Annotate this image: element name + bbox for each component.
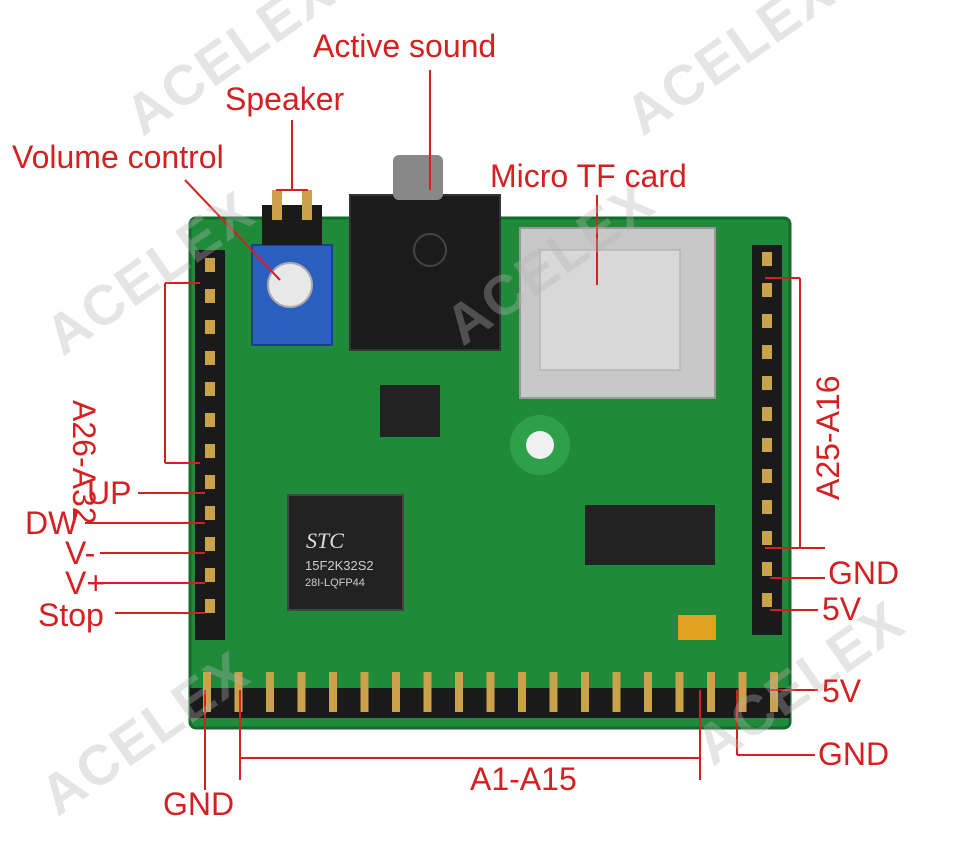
tantalum-capacitor bbox=[678, 615, 716, 640]
label-5v-bottom: 5V bbox=[822, 673, 862, 709]
header-pin bbox=[205, 568, 215, 582]
header-pin bbox=[205, 537, 215, 551]
header-pin bbox=[297, 672, 306, 712]
header-pin bbox=[762, 407, 772, 421]
header-pin bbox=[707, 672, 715, 712]
volume-potentiometer bbox=[251, 244, 333, 346]
header-pin bbox=[423, 672, 432, 712]
header-pin bbox=[762, 345, 772, 359]
header-pin bbox=[205, 506, 215, 520]
header-pin bbox=[738, 672, 747, 712]
header-pin bbox=[205, 475, 215, 489]
audio-jack bbox=[349, 155, 501, 351]
header-pin bbox=[203, 672, 211, 712]
bottom-pins bbox=[203, 672, 778, 712]
header-pin bbox=[205, 413, 215, 427]
header-pin bbox=[762, 469, 772, 483]
label-gnd-bottom-left: GND bbox=[163, 786, 235, 822]
mounting-hole bbox=[510, 415, 570, 475]
header-pin bbox=[762, 500, 772, 514]
header-pin bbox=[518, 672, 526, 712]
label-5v-right: 5V bbox=[822, 591, 862, 627]
header-pin bbox=[770, 672, 778, 712]
label-speaker: Speaker bbox=[225, 81, 345, 117]
tf-card-slot bbox=[519, 227, 716, 399]
header-pin bbox=[205, 258, 215, 272]
chip-package: 28I-LQFP44 bbox=[305, 577, 365, 589]
header-pin bbox=[762, 531, 772, 545]
label-dw: DW bbox=[25, 505, 79, 541]
label-up: UP bbox=[87, 475, 132, 511]
header-pin bbox=[205, 351, 215, 365]
header-pin bbox=[205, 599, 215, 613]
header-pin bbox=[581, 672, 589, 712]
header-pin bbox=[644, 672, 652, 712]
header-pin bbox=[762, 562, 772, 576]
label-gnd-bottom-right: GND bbox=[818, 736, 890, 772]
label-a1-a15: A1-A15 bbox=[470, 761, 577, 797]
chip-brand: STC bbox=[306, 528, 344, 553]
header-pin bbox=[549, 672, 558, 712]
speaker-connector bbox=[262, 190, 322, 245]
header-pin bbox=[762, 252, 772, 266]
header-pin bbox=[612, 672, 621, 712]
left-pins bbox=[205, 258, 215, 613]
header-pin bbox=[205, 289, 215, 303]
header-pin bbox=[360, 672, 369, 712]
mcu-chip bbox=[287, 494, 404, 611]
header-pin bbox=[455, 672, 463, 712]
label-a25-a16: A25-A16 bbox=[810, 375, 846, 500]
header-pin bbox=[205, 444, 215, 458]
header-pin bbox=[762, 438, 772, 452]
label-v-minus: V- bbox=[65, 535, 96, 571]
label-micro-tf-card: Micro TF card bbox=[490, 158, 687, 194]
chip-model: 15F2K32S2 bbox=[305, 558, 374, 573]
header-pin bbox=[762, 283, 772, 297]
amplifier-chip bbox=[585, 505, 715, 565]
header-pin bbox=[762, 376, 772, 390]
small-chip bbox=[380, 385, 440, 437]
header-pin bbox=[392, 672, 400, 712]
header-pin bbox=[762, 593, 772, 607]
label-stop: Stop bbox=[38, 597, 104, 633]
header-pin bbox=[266, 672, 274, 712]
label-v-plus: V+ bbox=[65, 565, 106, 601]
annotation-lines bbox=[85, 70, 825, 790]
label-volume-control: Volume control bbox=[12, 139, 224, 175]
header-pin bbox=[329, 672, 337, 712]
label-active-sound: Active sound bbox=[313, 28, 497, 64]
right-pins bbox=[762, 252, 772, 607]
header-pin bbox=[762, 314, 772, 328]
header-pin bbox=[234, 672, 243, 712]
header-pin bbox=[675, 672, 684, 712]
header-pin bbox=[205, 320, 215, 334]
label-gnd-right: GND bbox=[828, 555, 900, 591]
header-pin bbox=[486, 672, 495, 712]
header-pin bbox=[205, 382, 215, 396]
